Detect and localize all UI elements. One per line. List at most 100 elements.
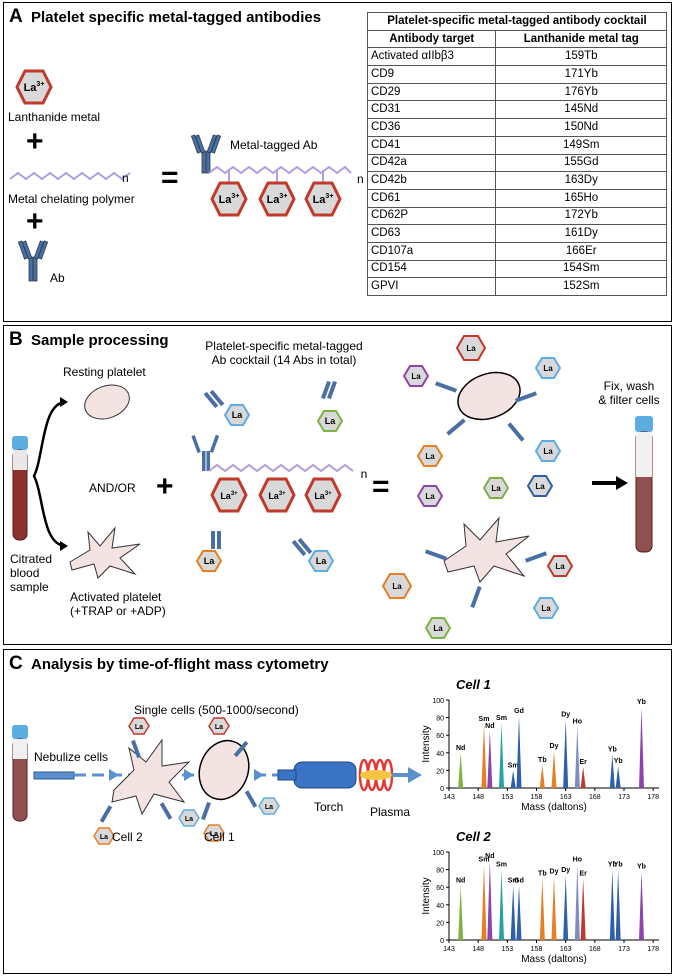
peak bbox=[580, 766, 586, 788]
panel-c: C Analysis by time-of-flight mass cytome… bbox=[3, 649, 672, 974]
peak bbox=[487, 730, 493, 788]
metal-tag-cell: 145Nd bbox=[495, 100, 667, 120]
peak-label: Sm bbox=[479, 716, 490, 723]
metal-tag-cell: 155Gd bbox=[495, 153, 667, 173]
peak bbox=[516, 885, 522, 940]
peak-label: Yb bbox=[608, 747, 617, 754]
peak-label: Nd bbox=[456, 877, 465, 884]
metal-tag-cell: 176Yb bbox=[495, 82, 667, 102]
x-axis-label: Mass (daltons) bbox=[521, 802, 587, 813]
arrow-right-icon bbox=[592, 476, 628, 490]
nebulize-label: Nebulize cells bbox=[34, 750, 109, 764]
y-tick-label: 40 bbox=[436, 751, 444, 758]
cell1-label: Cell 1 bbox=[204, 830, 235, 844]
y-tick-label: 100 bbox=[432, 850, 444, 857]
antibody-target-cell: CD154 bbox=[366, 259, 497, 279]
svg-text:La: La bbox=[316, 556, 327, 566]
svg-text:La: La bbox=[543, 364, 553, 373]
peak-label: Nd bbox=[456, 745, 465, 752]
x-axis-label: Mass (daltons) bbox=[521, 954, 587, 965]
svg-text:La: La bbox=[100, 834, 108, 841]
x-tick-label: 143 bbox=[443, 794, 455, 801]
table-header-target: Antibody target bbox=[366, 29, 497, 49]
svg-text:La: La bbox=[535, 482, 545, 491]
peak bbox=[609, 754, 615, 788]
panel-c-letter: C bbox=[9, 653, 23, 674]
chart1-title: Cell 1 bbox=[456, 677, 491, 692]
lanthanide-metal-icon: La3+ bbox=[15, 69, 53, 105]
svg-text:La: La bbox=[411, 372, 421, 381]
peak bbox=[551, 751, 557, 788]
peak bbox=[574, 864, 580, 940]
x-tick-label: 148 bbox=[472, 794, 484, 801]
antibody-target-cell: CD9 bbox=[366, 65, 497, 84]
peak-label: Tb bbox=[538, 870, 547, 877]
peak-label: Yb bbox=[637, 699, 646, 706]
metal-tagged-antibody-icon: La3+ La3+ La3+ bbox=[190, 134, 352, 217]
peak bbox=[481, 723, 487, 788]
metal-tag-cell: 152Sm bbox=[495, 277, 667, 296]
x-tick-label: 163 bbox=[560, 794, 572, 801]
svg-text:La: La bbox=[425, 452, 435, 461]
equals-sign-b: = bbox=[372, 470, 390, 503]
x-tick-label: 168 bbox=[589, 946, 601, 953]
svg-text:La3+: La3+ bbox=[314, 491, 332, 501]
metal-tag-cell: 159Tb bbox=[495, 47, 667, 67]
plus-sign-a2: + bbox=[26, 205, 44, 238]
antibody-target-cell: CD42a bbox=[366, 153, 497, 173]
chart2-title: Cell 2 bbox=[456, 829, 491, 844]
peak-label: Nd bbox=[485, 723, 494, 730]
svg-text:La: La bbox=[541, 604, 551, 613]
peak-label: Nd bbox=[485, 853, 494, 860]
y-tick-label: 80 bbox=[436, 716, 444, 723]
antibody-target-cell: CD61 bbox=[366, 188, 497, 208]
antibody-cocktail-table: Platelet-specific metal-tagged antibody … bbox=[366, 12, 667, 296]
y-tick-label: 0 bbox=[440, 786, 444, 793]
peak bbox=[580, 878, 586, 940]
antibody-target-cell: CD107a bbox=[366, 241, 497, 261]
activated-platelet-label: Activated platelet bbox=[70, 590, 162, 604]
peak-label: Er bbox=[579, 870, 587, 877]
x-tick-label: 163 bbox=[560, 946, 572, 953]
citrated-label-3: sample bbox=[10, 580, 49, 594]
panel-a: A Platelet specific metal-tagged antibod… bbox=[3, 2, 672, 322]
metal-tag-cell: 172Yb bbox=[495, 206, 667, 226]
peak bbox=[563, 719, 569, 788]
flow-diagram-icon: La La La La La La bbox=[33, 717, 422, 845]
ab-label: Ab bbox=[50, 271, 65, 285]
peak-label: Er bbox=[579, 759, 587, 766]
svg-text:La3+: La3+ bbox=[220, 491, 238, 501]
andor-label: AND/OR bbox=[89, 481, 136, 495]
metal-tag-cell: 163Dy bbox=[495, 171, 667, 190]
x-tick-label: 173 bbox=[618, 946, 630, 953]
panel-b-title: Sample processing bbox=[31, 332, 169, 349]
activated-platelet-sub: (+TRAP or +ADP) bbox=[70, 604, 166, 618]
metal-tag-cell: 166Er bbox=[495, 241, 667, 261]
peak-label: Gd bbox=[514, 708, 524, 715]
peak bbox=[499, 722, 504, 788]
plus-sign-a1: + bbox=[26, 125, 44, 158]
blood-tube-c-icon bbox=[12, 725, 28, 822]
cocktail-label-1: Platelet-specific metal-tagged bbox=[205, 339, 363, 353]
peak bbox=[516, 715, 522, 788]
peak-label: Ho bbox=[573, 856, 582, 863]
peak bbox=[563, 874, 569, 940]
peak-label: Dy bbox=[561, 867, 570, 874]
x-tick-label: 178 bbox=[647, 946, 659, 953]
blood-tube-icon bbox=[12, 436, 28, 541]
labelled-platelets-icon: La La La La La La La La La La La La bbox=[381, 335, 574, 639]
citrated-label-2: blood bbox=[10, 566, 40, 580]
metal-tag-cell: 165Ho bbox=[495, 188, 667, 208]
peak bbox=[510, 770, 516, 788]
antibody-target-cell: CD62P bbox=[366, 206, 497, 226]
peak bbox=[539, 878, 545, 940]
metal-tag-cell: 161Dy bbox=[495, 224, 667, 243]
antibody-target-cell: CD31 bbox=[366, 100, 497, 120]
